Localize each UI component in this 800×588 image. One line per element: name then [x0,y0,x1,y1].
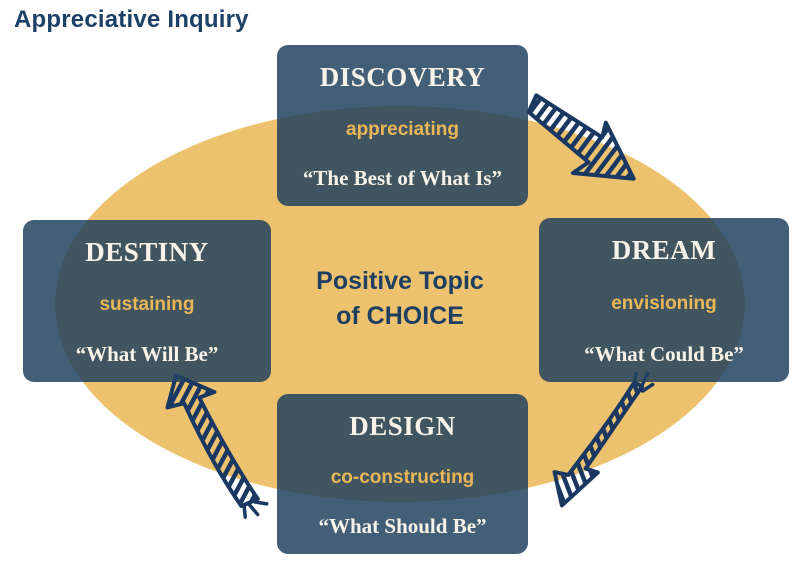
page-title: Appreciative Inquiry [14,6,249,33]
center-topic-label: Positive Topic of CHOICE [280,264,520,334]
arrow-discovery-to-dream-icon [526,93,636,181]
center-topic-line1: Positive Topic [316,267,484,295]
design-process: co-constructing [330,467,475,488]
dream-quote: “What Could Be” [584,342,744,366]
destiny-title: DESTINY [85,237,209,267]
design-title: DESIGN [349,411,456,441]
stage-box-discovery: DISCOVERY appreciating “The Best of What… [277,45,528,206]
stage-box-destiny: DESTINY sustaining “What Will Be” [23,220,271,382]
discovery-process: appreciating [346,118,459,140]
dream-process: envisioning [611,293,717,314]
design-quote: “What Should Be” [318,514,487,538]
stage-box-dream: DREAM envisioning “What Could Be” [539,218,789,382]
destiny-quote: “What Will Be” [75,342,219,366]
arrow-design-to-destiny-icon [165,373,269,519]
discovery-title: DISCOVERY [319,62,486,92]
discovery-quote: “The Best of What Is” [302,166,503,190]
destiny-process: sustaining [99,294,195,315]
center-topic-line2: of CHOICE [336,302,464,330]
dream-title: DREAM [611,235,717,265]
stage-box-design: DESIGN co-constructing “What Should Be” [277,394,528,554]
